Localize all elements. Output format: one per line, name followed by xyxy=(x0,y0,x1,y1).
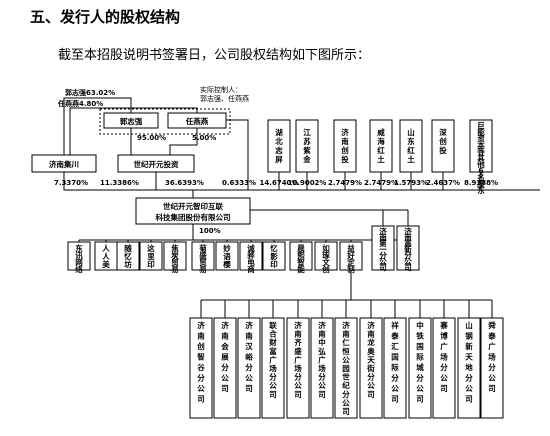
shareholder-pct-5: 2.4637% xyxy=(426,179,460,187)
shareholder-name-5: 深创投 xyxy=(438,127,447,155)
subsidiary-name-10: 如琢文创 xyxy=(321,243,330,274)
shareholder-name-0: 湖北志屏 xyxy=(275,127,283,164)
subsidiary-box-3 xyxy=(139,241,163,271)
shareholder-pct-3: 2.7479% xyxy=(364,179,398,187)
subsidiary-name-13: 济南高新分公司 xyxy=(404,226,412,272)
subsidiary-name-6: 妙语樱 xyxy=(223,243,231,269)
jinan-group-name: 济南集川 xyxy=(49,159,79,169)
subsidiary-name-3: 这里印 xyxy=(147,243,155,269)
intro-text: 截至本招股说明书签署日，公司股权结构如下图所示： xyxy=(58,48,371,63)
century-invest-name: 世纪开元投资 xyxy=(134,159,179,169)
branch-name-11: 山钢新天地分公司 xyxy=(465,320,473,404)
company-name-line1: 世纪开元智印互联 xyxy=(163,201,223,211)
subsidiary-box-7 xyxy=(239,241,263,271)
branch-name-4: 济南齐盛广场分公司 xyxy=(294,320,302,399)
subsidiary-name-11: 益好定制 xyxy=(346,243,355,274)
branch-bus-line xyxy=(350,270,492,301)
shareholder-pct-0: 14.6740% xyxy=(260,179,299,187)
subsidiary-box-9 xyxy=(289,241,313,271)
branch-name-2: 济南汉峪分公司 xyxy=(245,320,253,393)
subsidiary-box-13 xyxy=(396,225,420,271)
branch-name-10: 寨博广场分公司 xyxy=(439,320,448,393)
branch-name-0: 济南创智谷分公司 xyxy=(196,320,205,404)
subsidiary-name-4: 焦炭贸易 xyxy=(170,243,179,274)
subsidiary-box-8 xyxy=(262,241,286,271)
subsidiary-name-9: 晨熙智能 xyxy=(297,243,305,274)
controller-dashed-box xyxy=(99,108,231,135)
company-box xyxy=(135,197,251,225)
subsidiary-name-5: 菊盛贸易 xyxy=(199,243,207,274)
shareholder-name-4: 山东红土 xyxy=(407,127,415,164)
branch-name-3: 联合财富广场分公司 xyxy=(268,320,277,399)
guo-to-group-pct: 郭志强63.02% xyxy=(65,88,115,97)
subsidiary-box-10 xyxy=(314,241,338,271)
subsidiary-box-6 xyxy=(215,241,239,271)
branch-name-7: 济南龙奥天街分公司 xyxy=(366,320,375,399)
section-heading: 五、发行人的股权结构 xyxy=(30,8,181,26)
branch-box-8 xyxy=(383,317,407,419)
shareholder-pct-6: 8.9388% xyxy=(464,179,498,187)
subsidiary-box-12 xyxy=(371,225,395,271)
ren-to-group-line xyxy=(69,107,198,155)
shareholder-name-1: 江苏紫金 xyxy=(302,127,311,164)
subsidiary-box-5 xyxy=(191,241,215,271)
branch-name-1: 济南会展分公司 xyxy=(220,320,229,393)
top-pct-3: 0.6333% xyxy=(222,179,256,187)
branch-box-2 xyxy=(237,317,261,419)
subsidiary-name-0: 东讯网络 xyxy=(75,243,83,274)
subsidiary-name-12: 济南第一分公司 xyxy=(379,226,387,272)
subsidiary-box-0 xyxy=(67,241,91,271)
branch-name-6: 济南仁恒公园世纪分公司 xyxy=(342,320,350,416)
subsidiary-name-7: 诚骅电商 xyxy=(247,243,255,274)
branch-box-5 xyxy=(310,317,334,419)
subsidiary-name-1: 人人美 xyxy=(102,244,110,269)
branch-box-10 xyxy=(432,317,456,419)
branch-name-5: 济南中弘广场分公司 xyxy=(318,320,326,399)
branch-name-8: 祥泰汇国际分公司 xyxy=(390,320,399,404)
branch-box-12 xyxy=(480,317,504,419)
shareholder-pct-1: 10.9002% xyxy=(288,179,327,187)
controller-note-line1: 实际控制人： xyxy=(200,85,242,94)
top-pct-2: 36.6393% xyxy=(165,179,204,187)
company-name-line2: 科技集团股份有限公司 xyxy=(156,212,231,222)
guo-to-group-line xyxy=(63,97,132,155)
subsidiary-name-2: 随忆坊 xyxy=(124,243,132,269)
top-pct-0: 7.3370% xyxy=(54,179,88,187)
branch-name-9: 中铁国际城分公司 xyxy=(416,320,424,404)
branch-box-11 xyxy=(457,317,481,419)
top-pct-1: 11.3386% xyxy=(100,179,139,187)
ren-to-group-pct: 任燕燕4.80% xyxy=(57,99,103,108)
branch-box-4 xyxy=(286,317,310,419)
shareholder-name-3: 威海红土 xyxy=(377,127,385,164)
holding-100: 100% xyxy=(199,227,221,235)
person-guo: 郭志强 xyxy=(120,116,143,126)
shareholder-name-2: 济南创投 xyxy=(340,127,349,164)
branch-name-12: 舜泰广场分公司 xyxy=(487,320,496,393)
controller-note-line2: 郭志强、任燕燕 xyxy=(200,94,249,103)
branch-box-9 xyxy=(408,317,432,419)
person-ren: 任燕燕 xyxy=(185,116,209,126)
subsidiary-box-4 xyxy=(163,241,187,271)
branch-box-0 xyxy=(189,317,213,419)
pct-5: 5.00% xyxy=(192,134,216,142)
ren-to-invest-line xyxy=(169,128,198,155)
pct-95: 95.00% xyxy=(137,134,166,142)
shareholder-pct-2: 2.7479% xyxy=(328,179,362,187)
shareholder-pct-4: 1.5793% xyxy=(394,179,428,187)
branch-box-1 xyxy=(213,317,237,419)
branch-box-7 xyxy=(359,317,383,419)
branch-box-6 xyxy=(334,317,358,419)
subsidiary-box-2 xyxy=(116,241,140,271)
guo-direct-line xyxy=(226,119,249,190)
branch-box-3 xyxy=(261,317,285,419)
subsidiary-name-8: 忆影印 xyxy=(270,243,278,269)
